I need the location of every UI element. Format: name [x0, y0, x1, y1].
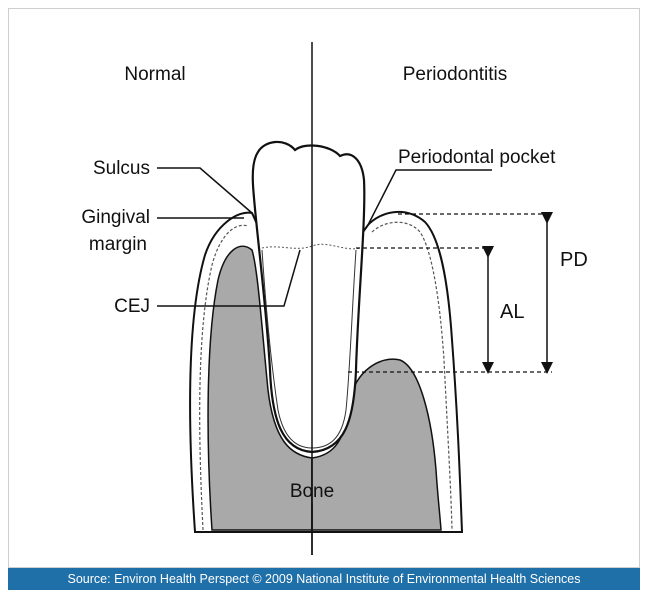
periodontal-pocket-label: Periodontal pocket — [398, 147, 556, 168]
bone-label: Bone — [290, 481, 334, 502]
gingival-margin-label-line2: margin — [89, 234, 147, 255]
pd-label: PD — [560, 249, 588, 271]
sulcus-label: Sulcus — [93, 158, 150, 179]
sulcus-leader — [157, 168, 252, 213]
cej-label: CEJ — [114, 296, 150, 317]
heading-periodontitis: Periodontitis — [403, 64, 508, 85]
source-footer: Source: Environ Health Perspect © 2009 N… — [8, 568, 640, 590]
heading-normal: Normal — [124, 64, 185, 85]
al-label: AL — [500, 301, 524, 323]
gingival-margin-label-line1: Gingival — [81, 207, 150, 228]
